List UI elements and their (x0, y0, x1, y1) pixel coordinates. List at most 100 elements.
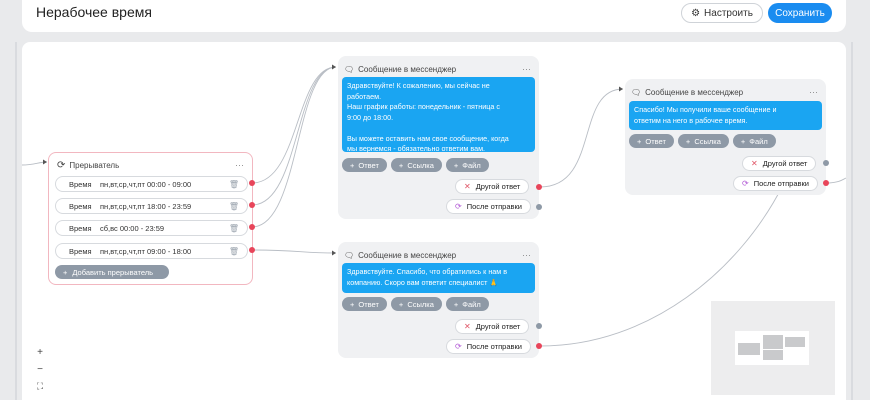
zoom-out-button[interactable]: − (37, 363, 43, 375)
add-reply-button[interactable]: +Ответ (342, 158, 387, 172)
after-send-button[interactable]: ⟳После отправки (446, 199, 531, 214)
add-file-label: Файл (462, 299, 481, 309)
output-port[interactable] (536, 184, 542, 190)
node-actions: +Ответ +Ссылка +Файл (342, 297, 489, 311)
close-icon: ✕ (464, 182, 471, 191)
add-file-button[interactable]: +Файл (445, 297, 489, 311)
plus-icon: + (453, 299, 459, 309)
trash-icon[interactable]: 🗑 (228, 224, 239, 233)
interrupter-header: ⟳ Прерыватель ··· (57, 158, 244, 172)
trash-icon[interactable]: 🗑 (228, 247, 239, 256)
add-link-label: Ссылка (407, 299, 434, 309)
canvas-left-border (15, 42, 17, 400)
other-reply-label: Другой ответ (475, 322, 521, 331)
add-interrupter-label: Добавить прерыватель (72, 267, 154, 277)
message-icon: 🗨 (344, 250, 355, 260)
row-label: Время (69, 179, 92, 189)
more-icon[interactable]: ··· (235, 160, 244, 170)
add-reply-label: Ответ (358, 160, 379, 170)
gear-icon: ⚙ (691, 7, 701, 19)
row-value: сб,вс 00:00 - 23:59 (100, 223, 165, 233)
close-icon: ✕ (464, 322, 471, 331)
save-button[interactable]: Сохранить (768, 3, 832, 23)
message-icon: 🗨 (344, 64, 355, 74)
messenger-node-2[interactable]: 🗨 Сообщение в мессенджер ··· Здравствуйт… (338, 242, 539, 358)
fit-view-button[interactable]: ⛶ (36, 380, 44, 391)
more-icon[interactable]: ··· (522, 64, 531, 74)
plus-icon: + (637, 136, 642, 146)
plus-icon: + (63, 267, 68, 277)
add-interrupter-button[interactable]: + Добавить прерыватель (55, 265, 169, 279)
add-file-label: Файл (462, 160, 481, 170)
node-actions: +Ответ +Ссылка +Файл (629, 134, 776, 148)
zoom-in-button[interactable]: + (37, 346, 43, 358)
add-link-button[interactable]: +Ссылка (677, 134, 729, 148)
output-port[interactable] (536, 343, 542, 349)
interrupter-row[interactable]: Время сб,вс 00:00 - 23:59 🗑 (55, 220, 248, 236)
row-label: Время (69, 223, 92, 233)
output-port[interactable] (249, 202, 255, 208)
add-link-label: Ссылка (407, 160, 434, 170)
output-port[interactable] (249, 180, 255, 186)
add-reply-label: Ответ (645, 136, 666, 146)
interrupter-node[interactable]: ⟳ Прерыватель ··· Время пн,вт,ср,чт,пт 0… (48, 152, 253, 285)
add-file-button[interactable]: +Файл (445, 158, 489, 172)
node-actions: +Ответ +Ссылка +Файл (342, 158, 489, 172)
plus-icon: + (350, 160, 355, 170)
message-bubble[interactable]: Спасибо! Мы получили ваше сообщение и от… (629, 101, 822, 130)
messenger-node-1[interactable]: 🗨 Сообщение в мессенджер ··· Здравствуйт… (338, 56, 539, 219)
minimap-node (785, 337, 805, 347)
node-header: 🗨 Сообщение в мессенджер ··· (344, 248, 531, 262)
output-port[interactable] (823, 180, 829, 186)
output-port[interactable] (823, 160, 829, 166)
close-icon: ✕ (751, 159, 758, 168)
node-title: Сообщение в мессенджер (358, 250, 457, 260)
row-value: пн,вт,ср,чт,пт 00:00 - 09:00 (100, 179, 192, 189)
output-port[interactable] (249, 247, 255, 253)
output-port[interactable] (249, 224, 255, 230)
interrupter-row[interactable]: Время пн,вт,ср,чт,пт 09:00 - 18:00 🗑 (55, 243, 248, 259)
trash-icon[interactable]: 🗑 (228, 180, 239, 189)
interrupter-row[interactable]: Время пн,вт,ср,чт,пт 18:00 - 23:59 🗑 (55, 198, 248, 214)
other-reply-button[interactable]: ✕Другой ответ (455, 179, 530, 194)
minimap[interactable] (711, 301, 835, 395)
output-port[interactable] (536, 204, 542, 210)
after-send-button[interactable]: ⟳После отправки (733, 176, 818, 191)
node-title: Сообщение в мессенджер (358, 64, 457, 74)
after-send-label: После отправки (753, 179, 809, 188)
other-reply-button[interactable]: ✕Другой ответ (742, 156, 817, 171)
more-icon[interactable]: ··· (809, 87, 818, 97)
output-port[interactable] (536, 323, 542, 329)
add-file-button[interactable]: +Файл (732, 134, 776, 148)
after-send-button[interactable]: ⟳После отправки (446, 339, 531, 354)
more-icon[interactable]: ··· (522, 250, 531, 260)
loop-icon: ⟳ (455, 342, 462, 351)
other-reply-button[interactable]: ✕ Другой ответ (455, 319, 530, 334)
row-label: Время (69, 201, 92, 211)
plus-icon: + (350, 299, 355, 309)
add-link-button[interactable]: +Ссылка (390, 158, 442, 172)
messenger-node-3[interactable]: 🗨 Сообщение в мессенджер ··· Спасибо! Мы… (625, 79, 826, 195)
minimap-node (738, 343, 760, 355)
canvas-right-border (851, 42, 853, 400)
plus-icon: + (453, 160, 459, 170)
add-reply-button[interactable]: +Ответ (629, 134, 674, 148)
interrupter-row[interactable]: Время пн,вт,ср,чт,пт 00:00 - 09:00 🗑 (55, 176, 248, 192)
trash-icon[interactable]: 🗑 (228, 202, 239, 211)
message-bubble[interactable]: Здравствуйте! К сожалению, мы сейчас не … (342, 77, 535, 153)
page-header: Нерабочее время ⚙ Настроить Сохранить (22, 0, 846, 32)
row-label: Время (69, 246, 92, 256)
settings-button[interactable]: ⚙ Настроить (681, 3, 763, 23)
message-bubble[interactable]: Здравствуйте. Спасибо, что обратились к … (342, 263, 535, 293)
node-title: Сообщение в мессенджер (645, 87, 744, 97)
node-header: 🗨 Сообщение в мессенджер ··· (631, 85, 818, 99)
interrupter-title: Прерыватель (69, 160, 120, 170)
minimap-node (763, 350, 783, 360)
add-link-label: Ссылка (694, 136, 721, 146)
plus-icon: + (685, 136, 691, 146)
row-value: пн,вт,ср,чт,пт 18:00 - 23:59 (100, 201, 192, 211)
node-header: 🗨 Сообщение в мессенджер ··· (344, 62, 531, 76)
add-link-button[interactable]: +Ссылка (390, 297, 442, 311)
add-reply-button[interactable]: +Ответ (342, 297, 387, 311)
loop-icon: ⟳ (455, 202, 462, 211)
